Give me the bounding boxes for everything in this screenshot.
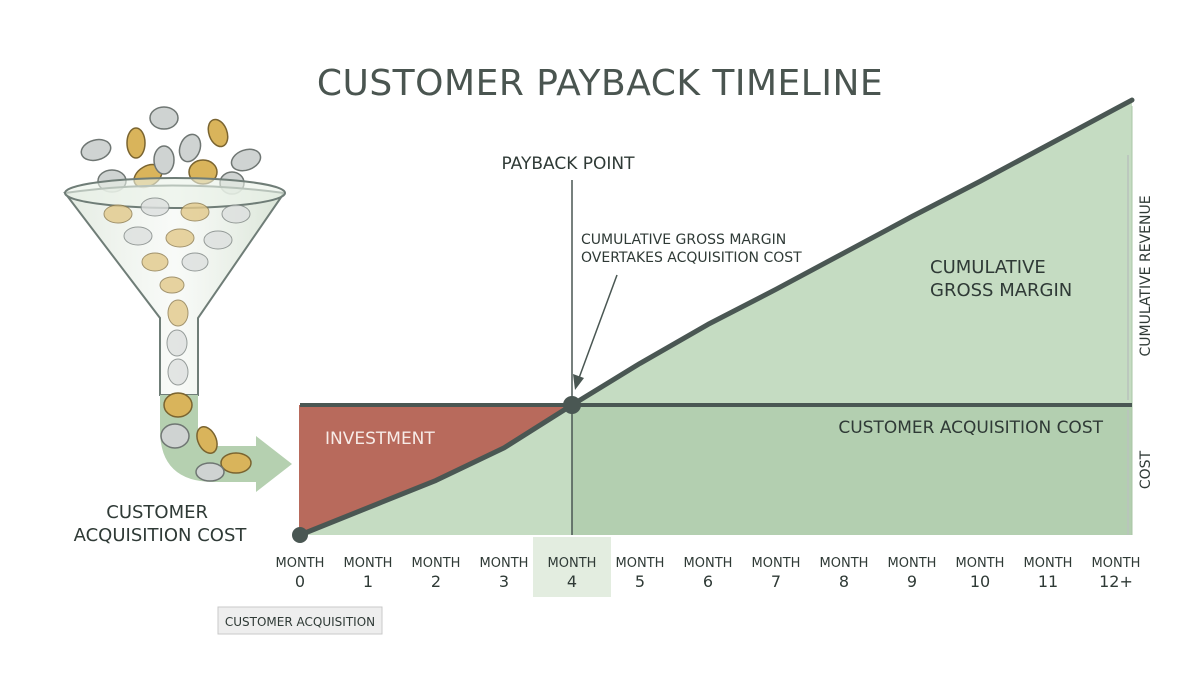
right-axis: CUMULATIVE REVENUE COST <box>1127 155 1154 535</box>
margin-line <box>297 97 1135 538</box>
page-title: CUSTOMER PAYBACK TIMELINE <box>317 63 883 104</box>
customer-acquisition-badge: CUSTOMER ACQUISITION <box>217 606 383 635</box>
funnel-illustration <box>63 106 292 492</box>
highlighted-month-band <box>533 537 611 597</box>
investment-area <box>300 405 572 535</box>
payback-point-label: PAYBACK POINT <box>501 154 635 174</box>
margin-area-early <box>300 405 572 535</box>
cumulative-margin-label: CUMULATIVE GROSS MARGIN <box>930 257 1072 301</box>
right-axis-cost-label: COST <box>1138 450 1154 489</box>
chart-area <box>292 97 1135 543</box>
payback-point <box>563 396 581 414</box>
cost-area <box>572 405 1132 535</box>
coin-icon <box>103 197 251 386</box>
annotation-arrow <box>573 274 618 390</box>
start-point <box>292 527 308 543</box>
payback-annotation: CUMULATIVE GROSS MARGIN OVERTAKES ACQUIS… <box>581 232 802 266</box>
cac-line-label: CUSTOMER ACQUISITION COST <box>838 418 1103 438</box>
flow-arrow <box>160 395 292 492</box>
customer-acquisition-badge-text: CUSTOMER ACQUISITION <box>225 615 375 629</box>
funnel-label: CUSTOMER ACQUISITION COST <box>74 502 248 546</box>
right-axis-revenue-label: CUMULATIVE REVENUE <box>1138 195 1154 356</box>
coin-icon <box>160 392 252 482</box>
investment-label: INVESTMENT <box>325 429 435 449</box>
